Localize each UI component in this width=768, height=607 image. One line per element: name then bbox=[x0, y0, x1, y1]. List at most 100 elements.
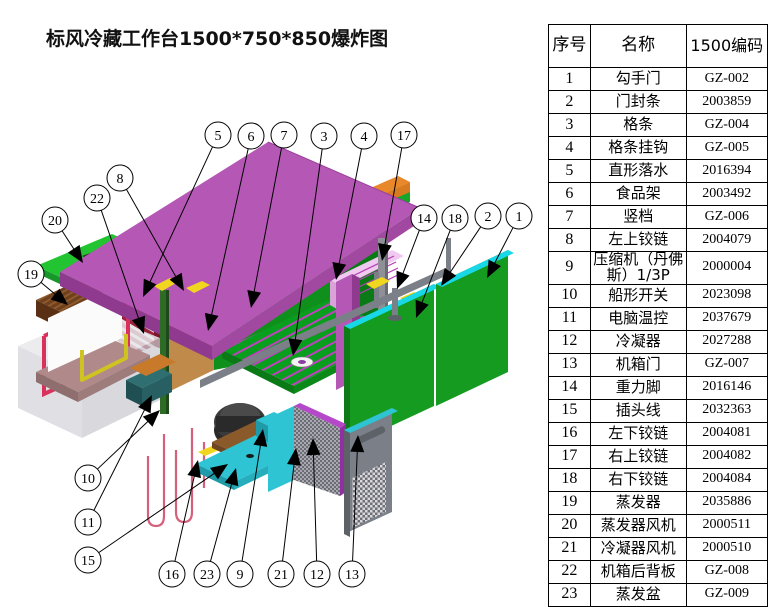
callout-arrowhead bbox=[306, 438, 321, 456]
part-15-power-cord bbox=[146, 428, 206, 528]
cell-name: 机箱门 bbox=[589, 352, 687, 377]
cell-name: 压缩机（丹佛斯）1/3P bbox=[589, 251, 687, 285]
callout-leader bbox=[100, 210, 140, 320]
callout-arrowhead bbox=[131, 315, 146, 334]
callout-bubble bbox=[204, 121, 232, 149]
cell-code: GZ-004 bbox=[685, 113, 768, 137]
cell-index: 8 bbox=[548, 228, 591, 252]
callout-leader bbox=[125, 189, 177, 278]
cell-index: 11 bbox=[548, 306, 591, 331]
callout-bubble bbox=[505, 202, 533, 230]
cell-code: 2000004 bbox=[685, 251, 768, 285]
callout-arrowhead bbox=[487, 259, 502, 278]
cell-code: 2032363 bbox=[685, 398, 768, 423]
callout-arrowhead bbox=[143, 278, 157, 297]
callout-arrowhead bbox=[169, 272, 184, 291]
callout-leader bbox=[493, 227, 514, 265]
callout-13: 13 bbox=[338, 435, 366, 588]
callout-number: 11 bbox=[81, 516, 94, 531]
cell-name: 左上铰链 bbox=[589, 228, 687, 252]
part-14-gravity-foot bbox=[388, 288, 402, 321]
cell-name: 重力脚 bbox=[589, 375, 687, 400]
callout-3: 3 bbox=[288, 122, 338, 356]
callout-number: 8 bbox=[117, 172, 124, 187]
part-13-machine-box-door bbox=[344, 408, 398, 537]
callout-arrowhead bbox=[138, 395, 152, 414]
cell-index: 16 bbox=[548, 421, 591, 446]
table-header-row: 序号 名称 1500编码 bbox=[548, 24, 768, 68]
callout-number: 16 bbox=[165, 568, 179, 583]
callout-18: 18 bbox=[415, 204, 469, 318]
cell-code: 2000511 bbox=[685, 513, 768, 538]
callout-arrowhead bbox=[142, 410, 160, 427]
callout-leader bbox=[253, 147, 283, 293]
cell-code: 2035886 bbox=[685, 490, 768, 515]
cell-name: 左下铰链 bbox=[589, 421, 687, 446]
callout-6: 6 bbox=[204, 122, 265, 331]
callout-11: 11 bbox=[74, 395, 152, 536]
cell-name: 直形落水 bbox=[589, 159, 687, 183]
callout-bubble bbox=[390, 121, 418, 149]
callout-15: 15 bbox=[74, 464, 228, 574]
callout-number: 5 bbox=[215, 129, 222, 144]
cell-code: GZ-008 bbox=[685, 559, 768, 584]
cell-index: 20 bbox=[548, 513, 591, 538]
callout-arrowhead bbox=[67, 244, 83, 263]
cell-code: GZ-005 bbox=[685, 136, 768, 160]
callout-leader bbox=[61, 230, 75, 250]
callout-14: 14 bbox=[396, 204, 438, 289]
cell-name: 冷凝器风机 bbox=[589, 536, 687, 561]
callout-leader bbox=[241, 444, 261, 562]
cell-index: 2 bbox=[548, 90, 591, 114]
callout-leader bbox=[98, 472, 216, 554]
callout-19: 19 bbox=[17, 260, 68, 305]
callout-bubble bbox=[350, 122, 378, 150]
callout-16: 16 bbox=[158, 460, 202, 588]
callout-bubble bbox=[74, 508, 102, 536]
callout-number: 3 bbox=[321, 130, 328, 145]
cell-index: 15 bbox=[548, 398, 591, 423]
cell-name: 电脑温控 bbox=[589, 306, 687, 331]
callout-number: 21 bbox=[274, 568, 288, 583]
callout-number: 6 bbox=[248, 130, 255, 145]
callout-bubble bbox=[310, 122, 338, 150]
callout-arrowhead bbox=[350, 435, 365, 453]
cell-index: 7 bbox=[548, 205, 591, 229]
cell-index: 18 bbox=[548, 467, 591, 492]
cell-name: 冷凝器 bbox=[589, 329, 687, 354]
cell-code: 2004084 bbox=[685, 467, 768, 492]
cell-name: 门封条 bbox=[589, 90, 687, 114]
callout-number: 22 bbox=[90, 192, 104, 207]
callout-number: 9 bbox=[237, 568, 244, 583]
callout-23: 23 bbox=[193, 468, 239, 588]
callout-leader bbox=[93, 409, 146, 511]
cell-name: 格条 bbox=[589, 113, 687, 137]
callout-bubble bbox=[338, 560, 366, 588]
cell-index: 19 bbox=[548, 490, 591, 515]
cell-code: 2016394 bbox=[685, 159, 768, 183]
cell-name: 勾手门 bbox=[589, 67, 687, 91]
cell-index: 5 bbox=[548, 159, 591, 183]
callout-22: 22 bbox=[83, 184, 146, 334]
callout-bubble bbox=[158, 560, 186, 588]
callout-leader bbox=[282, 463, 295, 562]
callout-bubble bbox=[441, 204, 469, 232]
callout-1: 1 bbox=[487, 202, 533, 278]
header-code: 1500编码 bbox=[685, 24, 768, 68]
callout-2: 2 bbox=[441, 202, 502, 286]
header-name: 名称 bbox=[589, 24, 687, 68]
cell-code: 2004081 bbox=[685, 421, 768, 446]
callout-bubble bbox=[41, 206, 69, 234]
callout-bubble bbox=[237, 122, 265, 150]
